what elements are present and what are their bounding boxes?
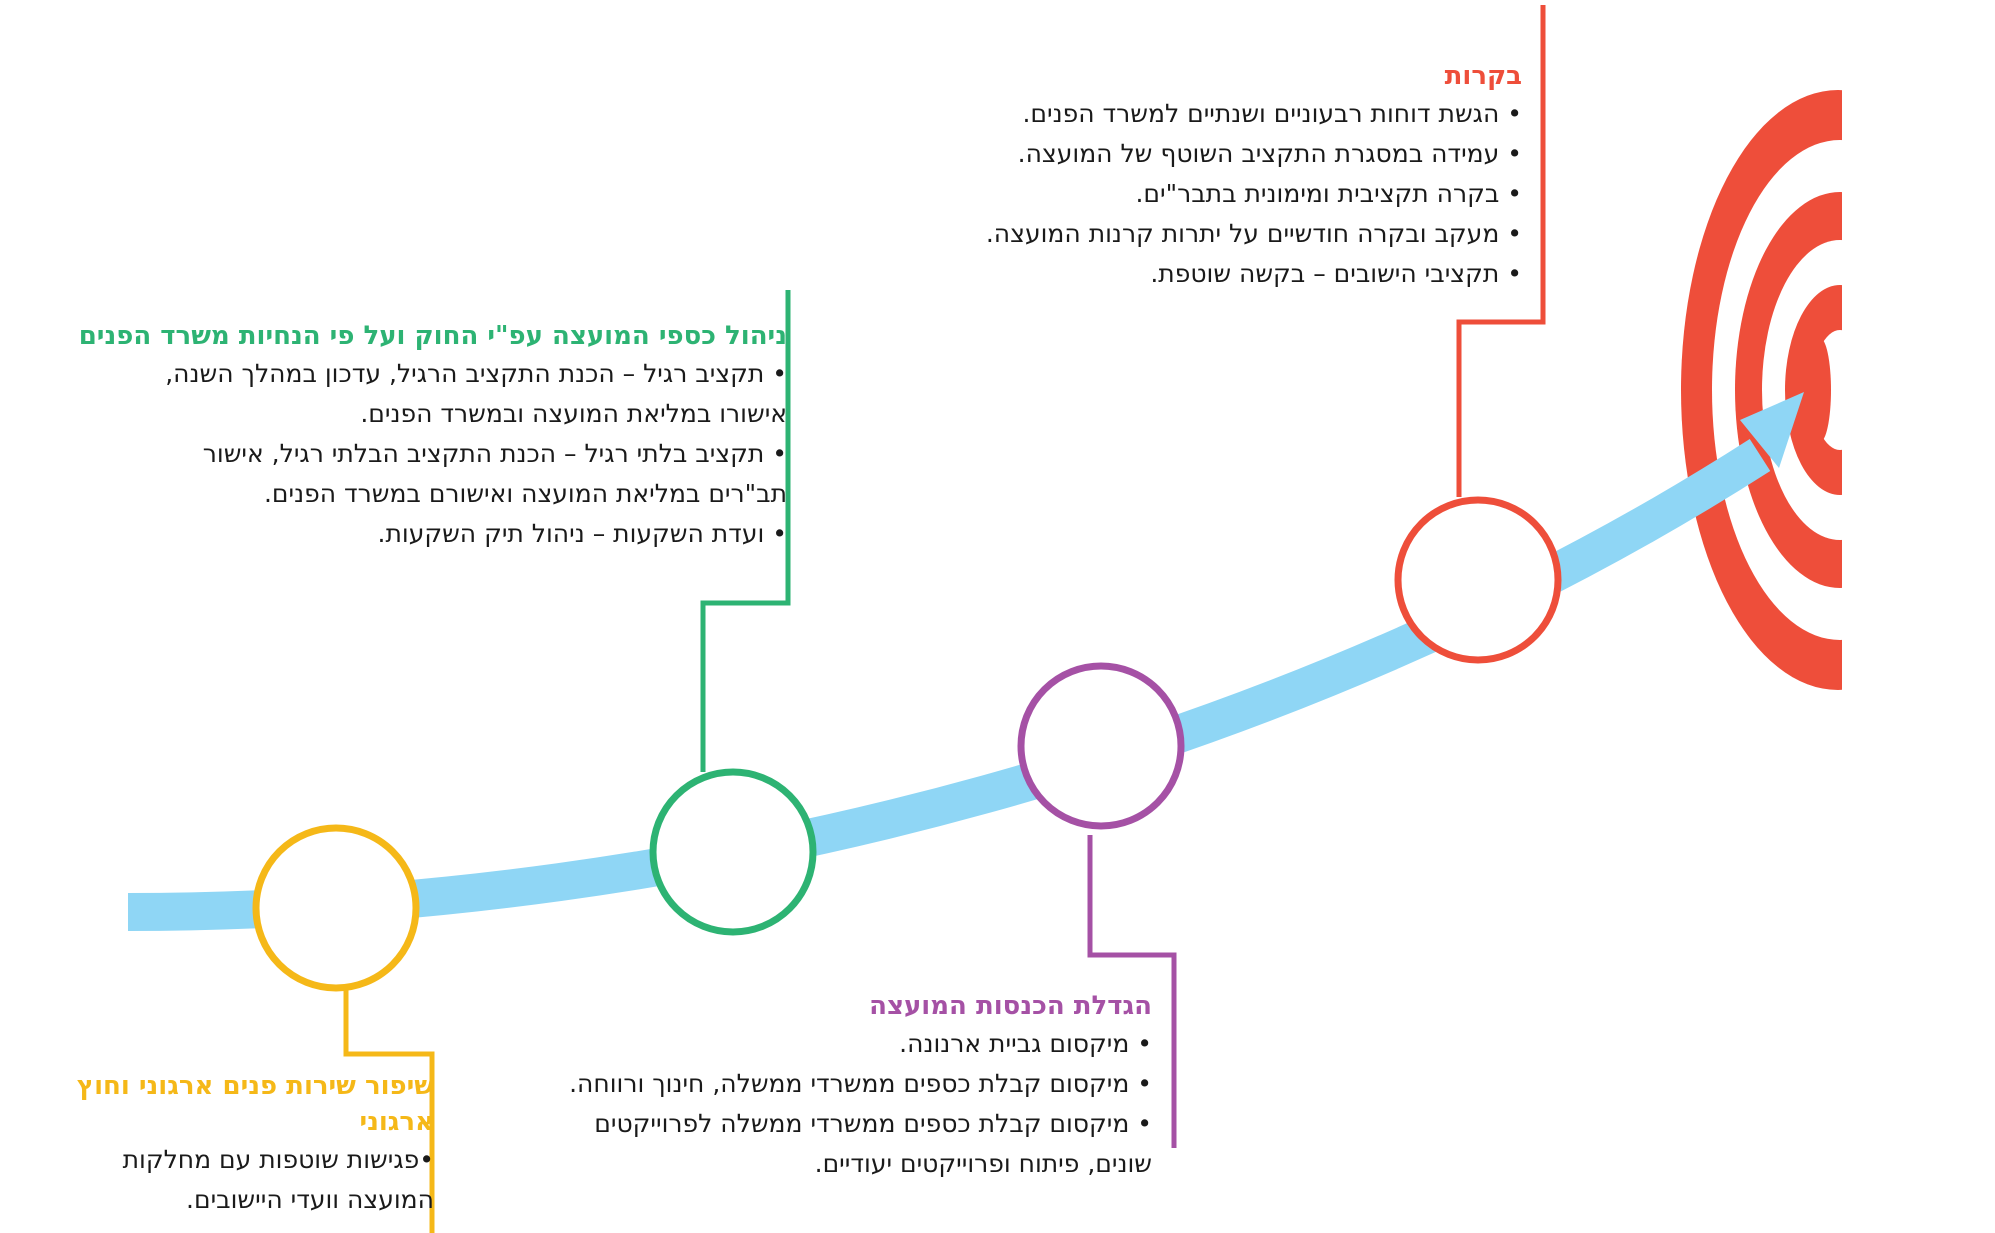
finance-title: ניהול כספי המועצה עפ"י החוק ועל פי הנחיו… (78, 321, 787, 351)
audit-line: • מעקב ובקרה חודשיים על יתרות קרנות המוע… (985, 219, 1522, 248)
milestone-service-circle (252, 824, 420, 992)
service-title: שיפור שירות פנים ארגוני וחוץ ארגוני (76, 1071, 434, 1137)
income-block: הגדלת הכנסות המועצה • מיקסום גביית ארנונ… (569, 988, 1152, 1184)
audit-line: • בקרה תקציבית ומימונית בתבר"ים. (1135, 179, 1522, 208)
income-line: • מיקסום קבלת כספים ממשרדי ממשלה, חינוך … (569, 1069, 1152, 1098)
finance-line: • ועדת השקעות – ניהול תיק השקעות. (377, 519, 787, 548)
service-block: שיפור שירות פנים ארגוני וחוץ ארגוני •פגי… (4, 1068, 434, 1220)
income-line: • מיקסום גביית ארנונה. (899, 1029, 1152, 1058)
income-connector-line (1087, 835, 1177, 1148)
milestone-income-circle (1017, 662, 1185, 830)
income-title: הגדלת הכנסות המועצה (869, 991, 1152, 1021)
milestone-audit-circle (1394, 496, 1562, 664)
milestone-finance-circle (649, 768, 817, 936)
audit-line: • תקציבי הישובים – בקשה שוטפת. (1150, 259, 1522, 288)
finance-line: אישורו במליאת המועצה ובמשרד הפנים. (360, 399, 787, 428)
service-line: המועצה וועדי היישובים. (186, 1185, 434, 1214)
service-line: •פגישות שוטפות עם מחלקות (122, 1145, 434, 1174)
audit-line: • עמידה במסגרת התקציב השוטף של המועצה. (1017, 139, 1522, 168)
finance-connector-line (700, 290, 791, 772)
finance-line: תב"רים במליאת המועצה ואישורם במשרד הפנים… (263, 479, 787, 508)
service-connector-line (343, 990, 435, 1233)
finance-line: • תקציב רגיל – הכנת התקציב הרגיל, עדכון … (165, 359, 787, 388)
audit-line: • הגשת דוחות רבעוניים ושנתיים למשרד הפני… (1022, 99, 1522, 128)
finance-line: • תקציב בלתי רגיל – הכנת התקציב הבלתי רג… (202, 439, 787, 468)
bullseye-target-icon (1681, 70, 1995, 720)
audit-connector-line (1456, 5, 1546, 497)
audit-title: בקרות (1444, 61, 1522, 91)
audit-block: בקרות • הגשת דוחות רבעוניים ושנתיים למשר… (986, 58, 1522, 294)
income-line: שונים, פיתוח ופרוייקטים יעודיים. (814, 1149, 1152, 1178)
income-line: • מיקסום קבלת כספים ממשרדי ממשלה לפרוייק… (594, 1109, 1152, 1138)
finance-block: ניהול כספי המועצה עפ"י החוק ועל פי הנחיו… (79, 318, 787, 554)
